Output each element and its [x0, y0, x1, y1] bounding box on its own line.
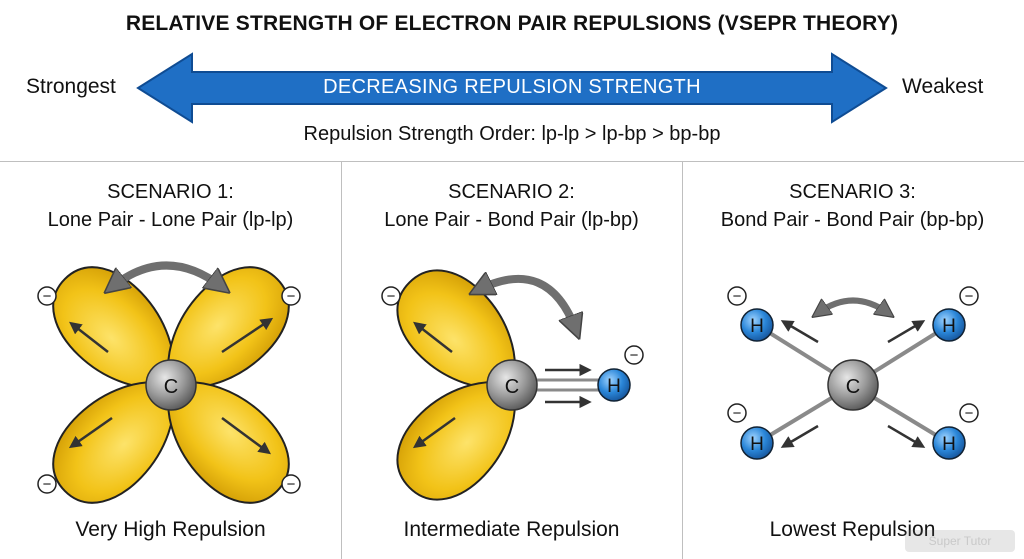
scenario-2-result: Intermediate Repulsion: [403, 518, 620, 541]
svg-text:−: −: [387, 288, 396, 305]
bond-direction-arrow: [887, 320, 926, 344]
lone-pair-lobe: [167, 266, 290, 389]
carbon-atom: [486, 359, 538, 411]
negative-charge-icon: −: [727, 403, 747, 423]
carbon-label: C: [164, 376, 178, 398]
hydrogen-label: H: [750, 316, 764, 337]
arrow-label: DECREASING REPULSION STRENGTH: [323, 76, 701, 98]
svg-text:−: −: [733, 288, 742, 305]
negative-charge-icon: −: [37, 474, 57, 494]
hydrogen-atom: [932, 426, 966, 460]
horizontal-divider: [0, 161, 1024, 162]
scenario-2-subtitle: Lone Pair - Bond Pair (lp-bp): [384, 209, 639, 231]
negative-charge-icon: −: [281, 286, 301, 306]
scenario-3-diagram: C H H H H − − − −: [727, 286, 979, 460]
negative-charge-icon: −: [624, 345, 644, 365]
svg-text:−: −: [965, 288, 974, 305]
decreasing-strength-arrow: [136, 52, 888, 124]
scenario-1-heading: SCENARIO 1: Lone Pair - Lone Pair (lp-lp…: [0, 178, 341, 234]
scenario-3-heading: SCENARIO 3: Bond Pair - Bond Pair (bp-bp…: [682, 178, 1023, 234]
strongest-label: Strongest: [26, 75, 116, 98]
hydrogen-label: H: [942, 316, 956, 337]
svg-text:−: −: [287, 288, 296, 305]
carbon-atom: [145, 359, 197, 411]
svg-text:−: −: [43, 288, 52, 305]
carbon-label: C: [846, 376, 860, 398]
negative-charge-icon: −: [959, 403, 979, 423]
negative-charge-icon: −: [37, 286, 57, 306]
lobe-direction-arrow: [413, 321, 453, 353]
hydrogen-label: H: [942, 434, 956, 455]
hydrogen-label: H: [607, 376, 621, 397]
negative-charge-icon: −: [727, 286, 747, 306]
lone-pair-lobe: [396, 381, 516, 501]
lobe-direction-arrow: [221, 317, 274, 354]
hydrogen-atom: [932, 308, 966, 342]
lone-pair-lobe: [52, 266, 175, 389]
scenario-2-diagram: C H − −: [381, 269, 644, 501]
panel-divider-2: [682, 161, 683, 559]
svg-text:−: −: [43, 476, 52, 493]
carbon-label: C: [505, 376, 519, 398]
scenario-1-result: Very High Repulsion: [75, 518, 266, 541]
lone-pair-lobe: [52, 381, 175, 504]
scenario-1-title: SCENARIO 1:: [107, 181, 234, 203]
scenario-1-subtitle: Lone Pair - Lone Pair (lp-lp): [47, 209, 294, 231]
repulsion-arrow: [818, 297, 888, 314]
bond-direction-arrow: [887, 424, 926, 448]
hydrogen-atom: [740, 426, 774, 460]
svg-text:−: −: [733, 405, 742, 422]
hydrogen-label: H: [750, 434, 764, 455]
lone-pair-lobe: [167, 381, 290, 504]
scenario-3-result: Lowest Repulsion: [769, 518, 936, 541]
svg-text:−: −: [630, 347, 639, 364]
lobe-direction-arrow: [68, 416, 113, 449]
svg-text:−: −: [965, 405, 974, 422]
bond-direction-arrow: [780, 424, 819, 448]
weakest-label: Weakest: [902, 75, 984, 98]
negative-charge-icon: −: [281, 474, 301, 494]
lobe-direction-arrow: [69, 321, 109, 353]
scenario-3-subtitle: Bond Pair - Bond Pair (bp-bp): [720, 209, 985, 231]
hydrogen-atom: [597, 368, 631, 402]
scenario-3-title: SCENARIO 3:: [789, 181, 916, 203]
lobe-direction-arrow: [412, 416, 456, 449]
panel-divider-1: [341, 161, 342, 559]
negative-charge-icon: −: [959, 286, 979, 306]
repulsion-order: Repulsion Strength Order: lp-lp > lp-bp …: [303, 123, 721, 145]
page-title: RELATIVE STRENGTH OF ELECTRON PAIR REPUL…: [125, 12, 899, 35]
scenario-2-title: SCENARIO 2:: [448, 181, 575, 203]
carbon-atom: [827, 359, 879, 411]
bond-direction-arrow: [780, 320, 819, 344]
hydrogen-atom: [740, 308, 774, 342]
scenario-1-diagram: C − − − −: [37, 261, 301, 504]
repulsion-arrow: [112, 261, 222, 288]
svg-text:−: −: [287, 476, 296, 493]
watermark: Super Tutor: [905, 530, 1015, 552]
lobe-direction-arrow: [221, 416, 272, 455]
scenario-2-heading: SCENARIO 2: Lone Pair - Bond Pair (lp-bp…: [341, 178, 682, 234]
repulsion-arrow: [478, 279, 576, 330]
negative-charge-icon: −: [381, 286, 401, 306]
